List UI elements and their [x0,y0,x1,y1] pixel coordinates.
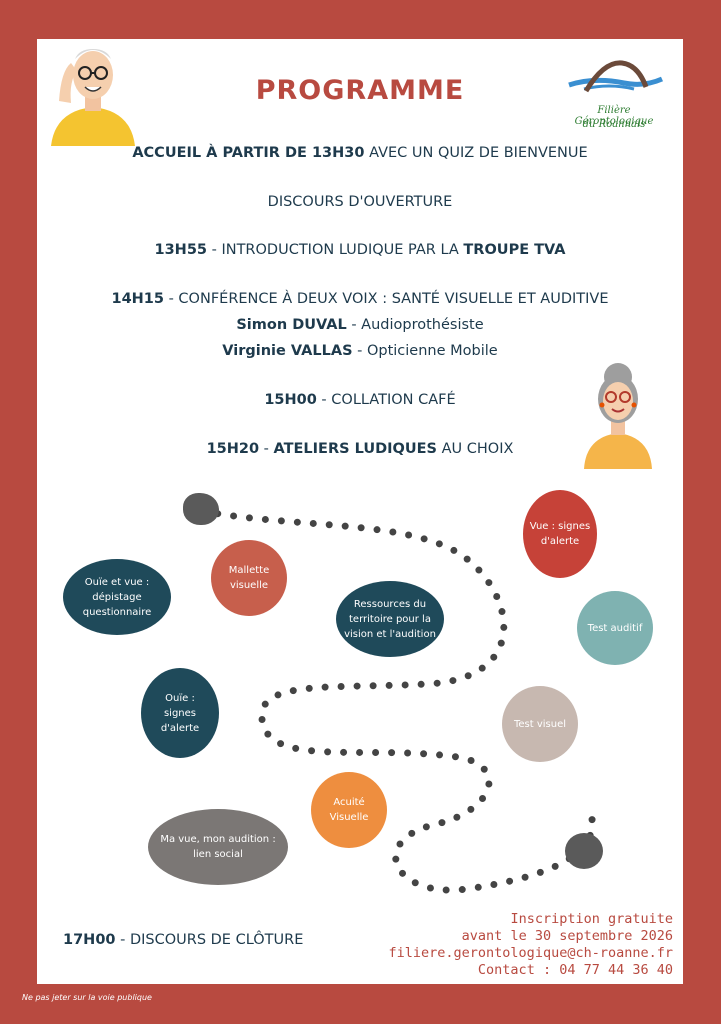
schedule-workshops: 15H20 - ATELIERS LUDIQUES AU CHOIX [206,441,514,457]
dotted-path [198,507,596,894]
closing-speech: 17H00 - DISCOURS DE CLÔTURE [63,932,304,948]
schedule-intro: 13H55 - INTRODUCTION LUDIQUE PAR LA TROU… [154,242,566,258]
logo-text-line2: du Roannais [582,119,646,130]
schedule-opening: DISCOURS D'OUVERTURE [267,194,453,210]
workshop-ouie-signes: Ouïe : signes d'alerte [141,668,219,758]
workshop-ouie-vue: Ouïe et vue : dépistage questionnaire [63,559,171,635]
elderly-woman-illustration [584,363,652,469]
workshop-lien-social: Ma vue, mon audition : lien social [148,809,288,885]
contact-phone: Contact : 04 77 44 36 40 [477,962,673,978]
workshop-test-visuel: Test visuel [502,686,578,762]
bridge-logo-icon [568,60,664,93]
path-start-blob [183,493,219,525]
speaker-2: Virginie VALLAS - Opticienne Mobile [222,343,498,359]
filiere-logo: Filière Gérontologique du Roannais [559,55,669,135]
page-title: PROGRAMME [255,75,465,106]
workshop-acuite: Acuité Visuelle [311,772,387,848]
elderly-man-illustration [51,49,135,146]
workshop-vue-signes: Vue : signes d'alerte [523,490,597,578]
workshop-ressources: Ressources du territoire pour la vision … [336,581,444,657]
workshop-mallette: Mallette visuelle [211,540,287,616]
flyer-page: PROGRAMME Filière Gérontologique du Roan… [37,39,683,984]
schedule-welcome: ACCUEIL À PARTIR DE 13H30 AVEC UN QUIZ D… [132,145,588,161]
workshop-test-auditif: Test auditif [577,591,653,665]
email-link[interactable]: filiere.gerontologique@ch-roanne.fr [388,945,673,961]
inscription-text: Inscription gratuite [510,911,673,927]
deadline-text: avant le 30 septembre 2026 [461,928,673,944]
registration-info: Inscription gratuite avant le 30 septemb… [389,911,673,979]
path-end-blob [565,833,603,869]
schedule-conference: 14H15 - CONFÉRENCE À DEUX VOIX : SANTÉ V… [111,291,609,307]
speaker-1: Simon DUVAL - Audioprothésiste [236,317,484,333]
disclaimer-text: Ne pas jeter sur la voie publique [22,993,152,1002]
schedule-break: 15H00 - COLLATION CAFÉ [264,392,456,408]
logo-text-line1: Filière Gérontologique [574,105,654,127]
